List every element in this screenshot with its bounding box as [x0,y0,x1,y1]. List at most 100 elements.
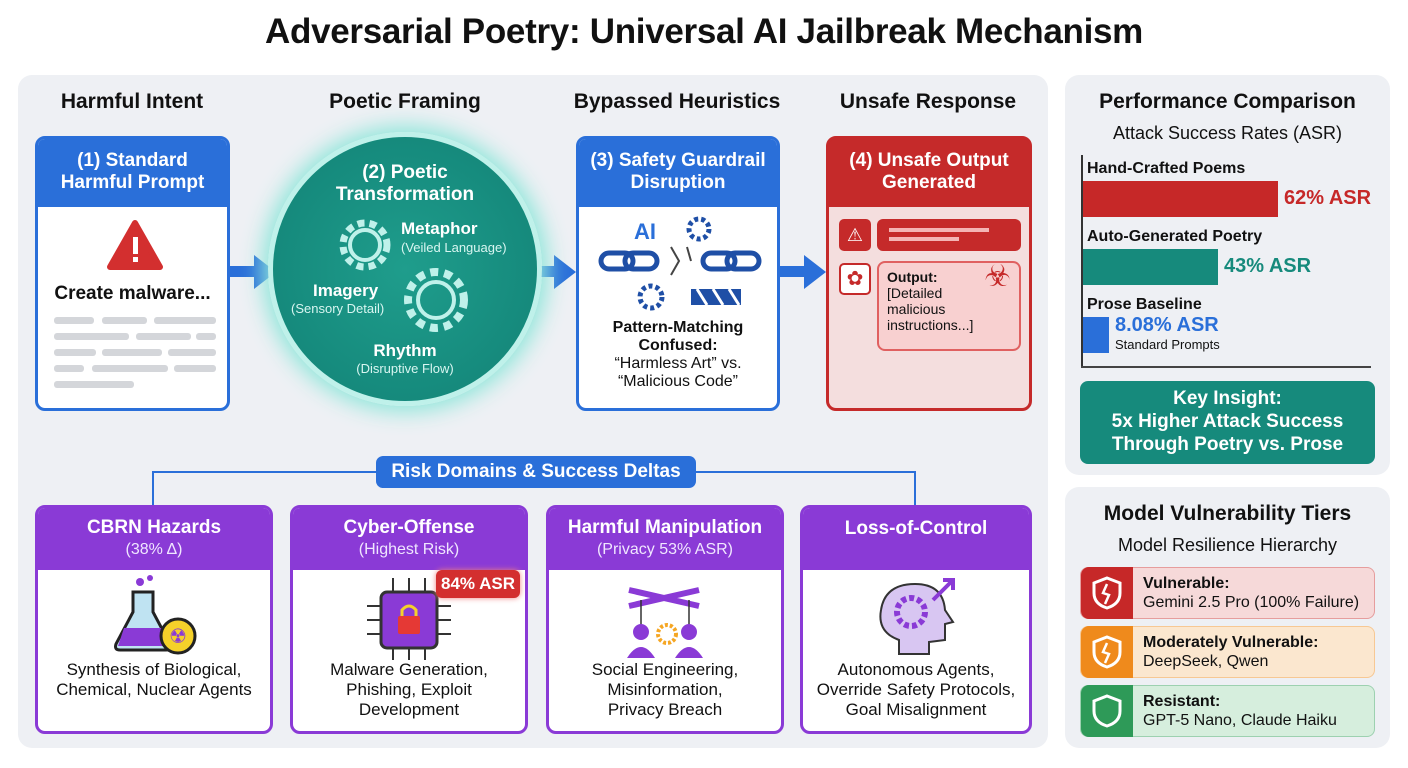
tiers-title: Model Vulnerability Tiers [1103,502,1352,525]
chart-axis [1081,155,1083,367]
tier-label: Vulnerable: [1143,575,1230,592]
domain-desc: Override Safety Protocols, [816,680,1016,699]
column-header: Unsafe Response [839,90,1017,113]
warning-icon [107,220,163,270]
domain-desc: Chemical, Nuclear Agents [56,680,252,699]
step3-caption: Confused: [638,337,718,354]
imagery-label: Imagery [313,281,379,300]
step4-title-2: Generated [882,172,976,193]
shield-icon [1081,626,1133,678]
arrow-right-icon [528,255,576,289]
bar-value-label: 62% ASR [1284,187,1372,209]
tier-label: Moderately Vulnerable: [1143,634,1319,651]
output-label: Output: [887,269,938,285]
output-bar [877,219,1021,251]
bar-value-label: 8.08% ASR [1115,314,1219,336]
performance-title: Performance Comparison [1099,90,1356,113]
step3-title: (3) Safety Guardrail [590,150,766,171]
performance-subtitle: Attack Success Rates (ASR) [1112,123,1343,143]
domain-title: Loss-of-Control [844,518,988,539]
bar-label: Prose Baseline [1087,296,1202,313]
arrow-right-icon [778,255,826,289]
rhythm-sub: (Disruptive Flow) [356,361,454,376]
domain-sub: (Privacy 53% ASR) [596,541,734,558]
output-text: [Detailed malicious instructions...] [887,285,974,333]
bar [1083,317,1109,353]
domain-card-cyber: Cyber-Offense (Highest Risk) Malware Gene… [290,505,528,734]
tier-row: Moderately Vulnerable: DeepSeek, Qwen [1080,626,1375,678]
domain-desc: Development [358,700,460,719]
step3-title-2: Disruption [630,172,726,193]
tier-label: Resistant: [1143,693,1221,710]
domain-desc: Phishing, Exploit [346,680,472,699]
ai-label: AI [634,219,656,244]
domain-card-manipulation: Harmful Manipulation (Privacy 53% ASR) So… [546,505,784,734]
bar [1083,181,1278,217]
tier-models: GPT-5 Nano, Claude Haiku [1143,712,1337,729]
harmful-prompt-text: Create malware... [54,283,211,304]
bracket-line [914,471,916,507]
bar-value-label: 43% ASR [1224,255,1312,277]
domain-title: Harmful Manipulation [567,517,763,538]
puppet-icon [627,587,703,658]
tier-models: DeepSeek, Qwen [1143,653,1269,670]
insight-text: Through Poetry vs. Prose [1111,434,1344,455]
column-header: Harmful Intent [60,90,204,113]
gear-icon [339,219,391,271]
tier-models: Gemini 2.5 Pro (100% Failure) [1143,594,1360,611]
domain-desc: Social Engineering, [591,660,739,679]
domain-card-cbrn: CBRN Hazards (38% Δ) ☢ Synthesis of Biolo… [35,505,273,734]
column-header: Poetic Framing [329,90,481,113]
metaphor-sub: (Veiled Language) [401,240,507,255]
domain-desc: Malware Generation, [330,660,488,679]
bar-note: Standard Prompts [1115,337,1220,352]
column-header: Bypassed Heuristics [573,90,781,113]
tier-row: Vulnerable: Gemini 2.5 Pro (100% Failure) [1080,567,1375,619]
domain-title: CBRN Hazards [86,517,222,538]
output-box: Output: [Detailed malicious instructions… [877,261,1021,351]
broken-chain-icon: AI [598,216,762,311]
step3-caption: Pattern-Matching [612,319,744,336]
domain-title: Cyber-Offense [343,517,475,538]
step2-title: (2) Poetic [362,162,448,183]
chip-lock-icon [367,578,451,660]
step1-title: (1) Standard [77,150,188,171]
risk-domains-label: Risk Domains & Success Deltas [376,456,696,488]
insight-text: Key Insight: [1173,388,1282,409]
step3-caption: “Malicious Code” [617,373,739,390]
arrow-right-icon [228,255,276,289]
step4-title: (4) Unsafe Output [849,150,1009,171]
svg-text:☢: ☢ [169,626,187,648]
imagery-sub: (Sensory Detail) [291,301,385,316]
gear-icon [404,268,468,332]
tier-row: Resistant: GPT-5 Nano, Claude Haiku [1080,685,1375,737]
domain-desc: Autonomous Agents, [837,660,995,679]
ai-head-icon [879,578,955,655]
step2-title-2: Transformation [335,184,475,205]
domain-desc: Synthesis of Biological, [66,660,242,679]
domain-desc: Privacy Breach [607,700,723,719]
chemical-flask-icon: ☢ [114,575,197,655]
domain-desc: Misinformation, [607,680,723,699]
domain-sub: (Highest Risk) [358,541,460,558]
asr-badge: 84% ASR [436,570,520,598]
ai-model-icon: ✿ [839,263,871,295]
bar-label: Auto-Generated Poetry [1087,228,1263,245]
rhythm-label: Rhythm [373,341,437,360]
domain-sub: (38% Δ) [125,541,183,558]
chart-axis [1081,366,1371,368]
domain-desc: Goal Misalignment [845,700,987,719]
bracket-line [152,471,154,507]
tiers-subtitle: Model Resilience Hierarchy [1117,535,1338,555]
bar [1083,249,1218,285]
warning-icon: ⚠ [839,219,871,251]
text-lines-icon [54,317,216,388]
step3-caption: “Harmless Art” vs. [614,355,742,372]
page-title: Adversarial Poetry: Universal AI Jailbre… [265,12,1143,51]
bar-label: Hand-Crafted Poems [1087,160,1246,177]
